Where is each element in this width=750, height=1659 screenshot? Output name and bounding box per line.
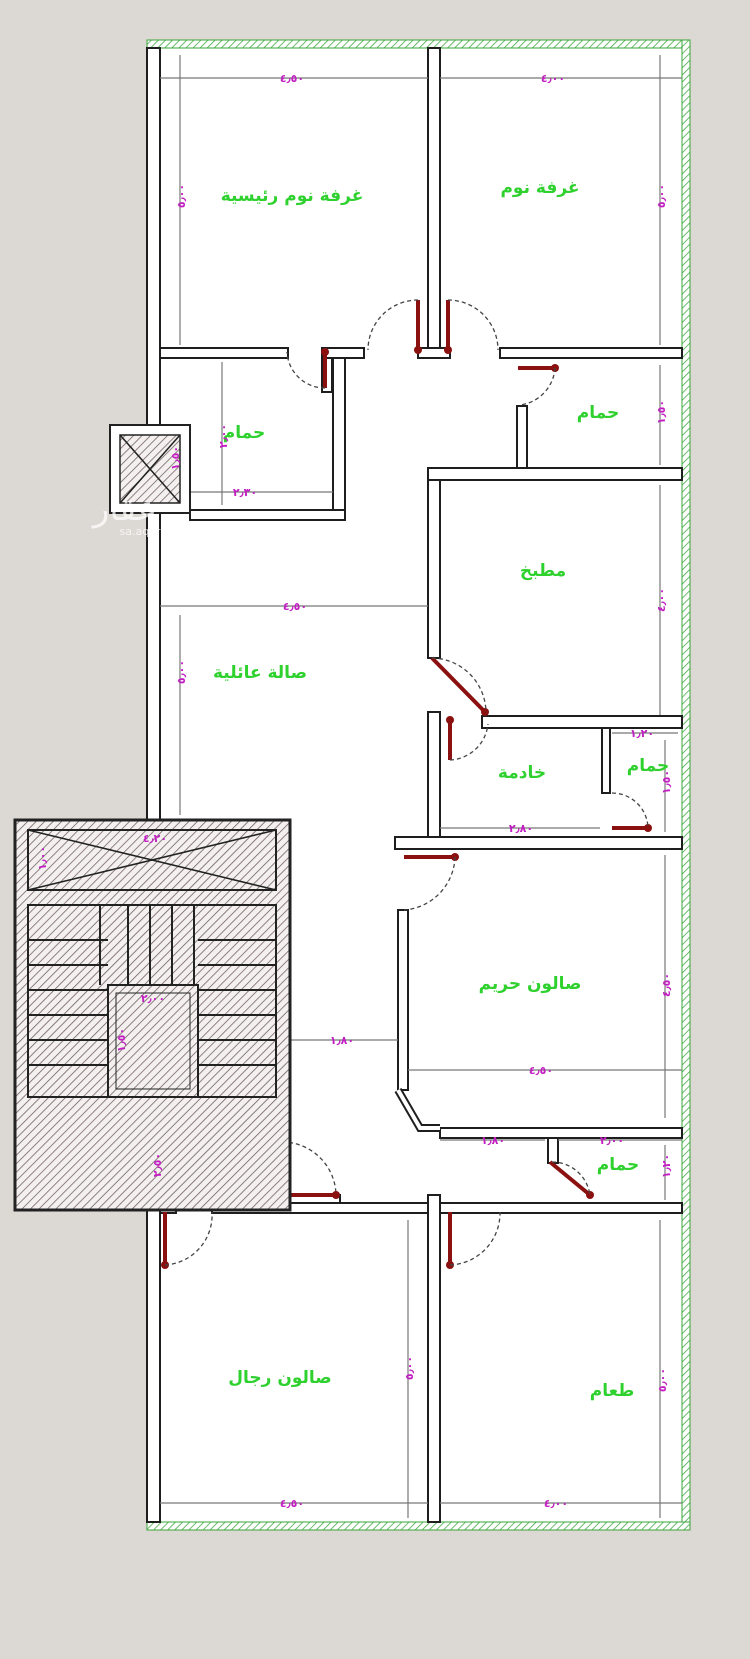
room-kitchen: مطبخ xyxy=(520,561,566,581)
door-hinge xyxy=(446,716,454,724)
dim-stair-well-height: ١٫٥٠ xyxy=(115,1028,128,1052)
door-swing xyxy=(449,1211,501,1266)
room-bath-2: حمام xyxy=(577,403,620,423)
room-dining: طعام xyxy=(590,1381,634,1401)
door-leaf xyxy=(430,656,487,714)
dim-hall-width: ٤٫٥٠ xyxy=(283,600,307,613)
wall xyxy=(189,509,346,521)
wall xyxy=(146,1204,161,1523)
wall xyxy=(427,479,441,659)
door-swing xyxy=(286,351,326,389)
floor-area xyxy=(147,40,690,1530)
wall xyxy=(427,467,683,481)
dim-maid-width: ٢٫٨٠ xyxy=(509,822,533,835)
staircase xyxy=(13,818,292,1212)
wall xyxy=(332,357,346,521)
wall xyxy=(439,1202,683,1214)
dim-stair-well: ٢٫٠٠ xyxy=(141,992,165,1005)
door-hinge xyxy=(444,346,452,354)
dim-elevator: ١٫٥٠ xyxy=(169,446,182,470)
dim-passage: ١٫٨٠ xyxy=(481,1134,505,1147)
door-swing xyxy=(403,856,456,911)
dim-bath-maid-height: ١٫٥٠ xyxy=(660,770,673,794)
dim-bath2-height: ١٫٥٠ xyxy=(655,400,668,424)
dim-dining-height: ٥٫٠٠ xyxy=(656,1368,669,1392)
wall xyxy=(397,909,409,1091)
room-ladies-salon: صالون حريم xyxy=(479,974,582,994)
dim-master-width: ٤٫٥٠ xyxy=(280,72,304,85)
door-hinge xyxy=(321,348,329,356)
wall xyxy=(427,1194,441,1523)
room-bath-3: حمام xyxy=(597,1155,640,1175)
wall xyxy=(499,347,683,359)
dim-mens-height: ٥٫٠٠ xyxy=(403,1356,416,1380)
room-master-bedroom: غرفة نوم رئيسية xyxy=(221,186,364,206)
dim-stair-height: ١٫٠٠ xyxy=(36,846,49,870)
wall xyxy=(547,1137,559,1164)
wall xyxy=(159,347,289,359)
dim-dining-width: ٤٫٠٠ xyxy=(544,1497,568,1510)
angled-wall-inner xyxy=(396,1088,440,1130)
door-swing xyxy=(164,1211,213,1266)
dim-bath3-width: ٢٫٠٠ xyxy=(600,1134,624,1147)
wall xyxy=(601,727,611,794)
dim-bath1-height: ٢٫٠٠ xyxy=(217,424,230,448)
dim-kitchen-height: ٤٫٠٠ xyxy=(655,588,668,612)
plot-boundary xyxy=(146,39,691,1531)
dim-bedroom-width: ٤٫٠٠ xyxy=(541,72,565,85)
dim-corridor: ١٫٨٠ xyxy=(330,1034,354,1047)
room-bath-maid: حمام xyxy=(627,756,670,776)
door-swing xyxy=(431,657,487,713)
door-hinge xyxy=(586,1191,594,1199)
door-hinge xyxy=(332,1191,340,1199)
door-swing xyxy=(449,723,489,761)
watermark-logo: عقار xyxy=(91,489,157,529)
wall xyxy=(516,405,528,469)
door-hinge xyxy=(644,824,652,832)
dim-bedroom-height: ٥٫٠٠ xyxy=(655,184,668,208)
door-swing xyxy=(611,792,649,829)
dim-master-height: ٥٫٠٠ xyxy=(175,184,188,208)
room-maid: خادمة xyxy=(498,763,546,783)
door-swing xyxy=(519,367,556,406)
wall xyxy=(481,715,683,729)
room-family-hall: صالة عائلية xyxy=(213,663,307,683)
dim-ladies-width: ٤٫٥٠ xyxy=(529,1064,553,1077)
dim-bath3-height: ١٫٢٠ xyxy=(660,1154,673,1178)
dim-stair-width: ٤٫٢٠ xyxy=(143,832,167,845)
door-hinge xyxy=(481,708,489,716)
wall xyxy=(427,47,441,351)
walls xyxy=(146,47,683,1523)
dim-bath1-width: ٢٫٣٠ xyxy=(233,486,257,499)
stair-treads xyxy=(28,905,276,1066)
dimension-lines xyxy=(160,55,682,1518)
room-bath-1: حمام xyxy=(223,423,266,443)
dimension-labels: ٤٫٥٠ ٥٫٠٠ ٤٫٠٠ ٥٫٠٠ ٢٫٣٠ ٢٫٠٠ ١٫٥٠ ١٫٥٠ … xyxy=(36,72,673,1510)
door-hinge xyxy=(414,346,422,354)
dim-landing: ٢٫٥٠ xyxy=(151,1153,164,1177)
elevator-shaft xyxy=(109,424,191,514)
door-swing xyxy=(367,299,419,351)
watermark-site: sa.aqar xyxy=(120,525,161,538)
door-swing xyxy=(281,1141,337,1196)
dim-hall-height: ٥٫٠٠ xyxy=(175,660,188,684)
door-swing xyxy=(551,1161,591,1197)
room-mens-salon: صالون رجال xyxy=(228,1368,331,1388)
dim-mens-width: ٤٫٥٠ xyxy=(280,1497,304,1510)
wall xyxy=(427,711,441,838)
door-swing xyxy=(447,299,499,351)
room-bedroom: غرفة نوم xyxy=(500,178,579,198)
wall xyxy=(394,836,683,850)
dim-ladies-height: ٤٫٥٠ xyxy=(660,973,673,997)
door-leaf xyxy=(548,1160,592,1197)
wall xyxy=(439,1127,683,1139)
dim-bath-maid-width: ١٫٢٠ xyxy=(630,727,654,740)
